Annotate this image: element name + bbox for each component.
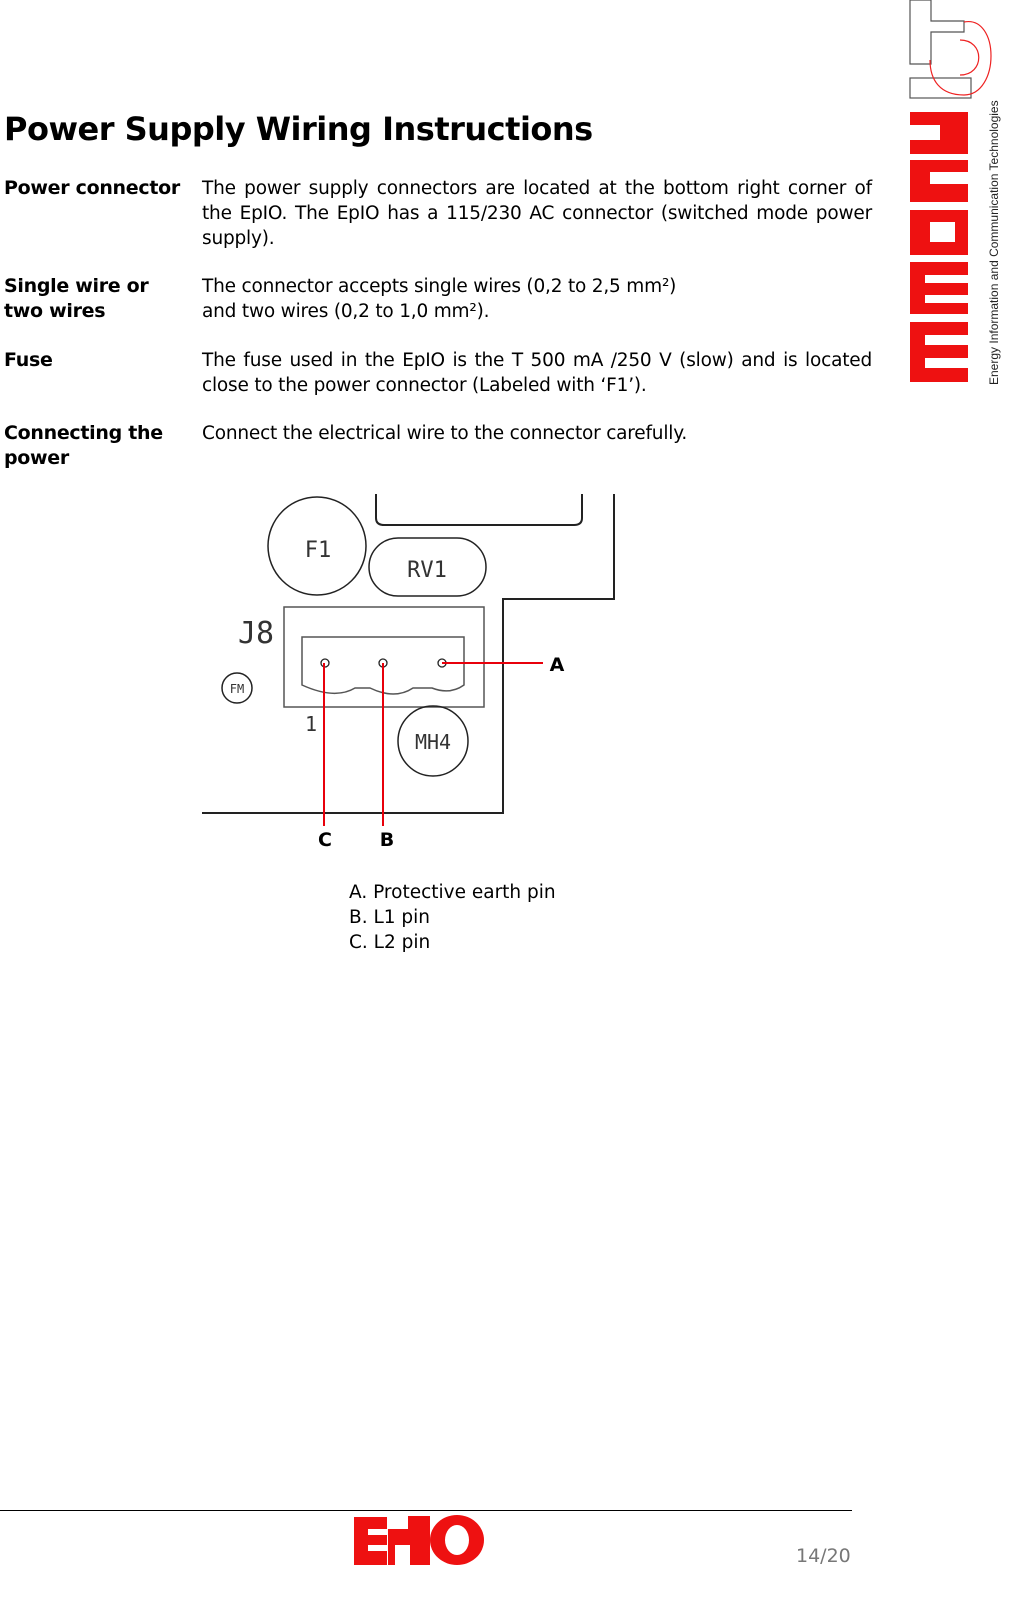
section-label-connecting: Connecting the power — [4, 422, 163, 469]
section-text-wires: The connector accepts single wires (0,2 … — [202, 276, 677, 322]
section-text-fuse: The fuse used in the EpIO is the T 500 m… — [202, 350, 872, 396]
fm-outline — [221, 672, 253, 704]
section-label-power-connector: Power connector — [4, 177, 180, 199]
board-outline — [202, 494, 615, 814]
section-label-wires: Single wire or two wires — [4, 275, 149, 322]
varistor-rv1-outline — [368, 537, 487, 597]
legend-item: C. L2 pin — [349, 932, 431, 953]
footer-divider — [0, 1510, 852, 1511]
mh4-outline — [397, 705, 469, 777]
mh4-label: MH4 — [415, 730, 451, 754]
pin1-label: 1 — [305, 712, 317, 736]
fuse-label: F1 — [305, 538, 332, 563]
legend-item: A. Protective earth pin — [349, 882, 556, 903]
section-text-connecting: Connect the electrical wire to the conne… — [202, 423, 687, 444]
callout-label-a: A — [550, 654, 565, 676]
section-text-power-connector: The power supply connectors are located … — [202, 178, 872, 249]
callout-label-c: C — [318, 829, 332, 851]
legend-item: B. L1 pin — [349, 907, 431, 928]
top-bracket — [375, 494, 583, 526]
energy-wordmark — [910, 112, 970, 382]
j8-connector-body — [301, 636, 465, 695]
callout-label-b: B — [380, 829, 394, 851]
section-label-fuse: Fuse — [4, 349, 53, 371]
connector-label: J8 — [238, 616, 274, 651]
fuse-f1-outline — [267, 496, 367, 596]
fm-label: FM — [230, 682, 244, 696]
page-number: 14/20 — [796, 1545, 851, 1567]
pin-legend: A. Protective earth pin B. L1 pin C. L2 … — [349, 880, 556, 955]
page-title: Power Supply Wiring Instructions — [4, 110, 593, 148]
ict-energy-logo — [909, 0, 992, 382]
connector-diagram: F1 RV1 J8 FM 1 MH4 A B C — [202, 494, 615, 851]
varistor-label: RV1 — [407, 558, 447, 583]
ict-logo-mark — [909, 0, 992, 99]
